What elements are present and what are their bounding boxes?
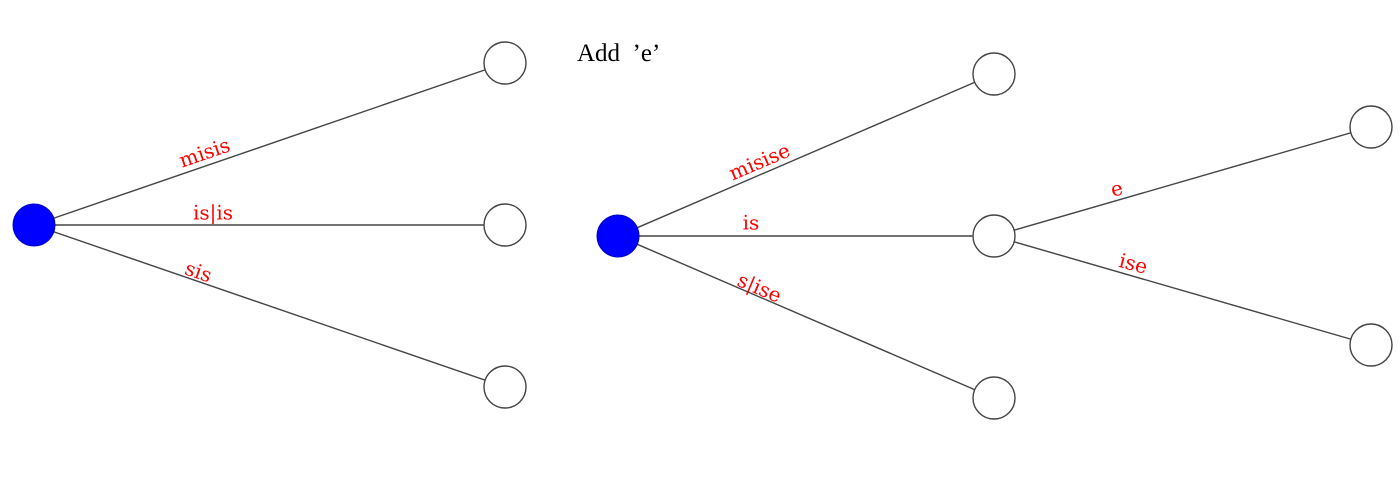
tree-before-node-top: [483, 41, 527, 85]
tree-before-node-bottom: [483, 365, 527, 409]
tree-before-node-middle: [483, 203, 527, 247]
tree-before-edge-label: is|is: [193, 201, 233, 226]
tree-before-edge-root-bottom: [33, 224, 506, 388]
tree-after-node-bottom: [972, 376, 1016, 420]
tree-after-edge-root-top: [617, 73, 995, 237]
tree-before-edge-label: sis: [182, 256, 215, 287]
tree-after-edge-label: misise: [725, 138, 793, 185]
tree-after-edge-root-bottom: [617, 235, 995, 399]
tree-after-edge-middle-lower-right: [993, 235, 1372, 346]
tree-before-edge-root-top: [33, 62, 506, 226]
tree-after-node-upper-right: [1349, 105, 1393, 149]
tree-after-edge-label: ise: [1117, 248, 1151, 279]
tree-after-edge-label: e: [1108, 175, 1126, 201]
tree-before-root-node: [12, 203, 56, 247]
caption: Add ’e’: [577, 40, 661, 67]
tree-after-edge-label: is: [743, 211, 760, 235]
tree-after-root-node: [596, 214, 640, 258]
tree-after-node-top: [972, 52, 1016, 96]
tree-after-node-lower-right: [1349, 323, 1393, 367]
tree-after-edge-middle-upper-right: [993, 126, 1372, 237]
tree-after-node-middle: [972, 214, 1016, 258]
tree-after-edge-label: s|ise: [734, 268, 786, 309]
